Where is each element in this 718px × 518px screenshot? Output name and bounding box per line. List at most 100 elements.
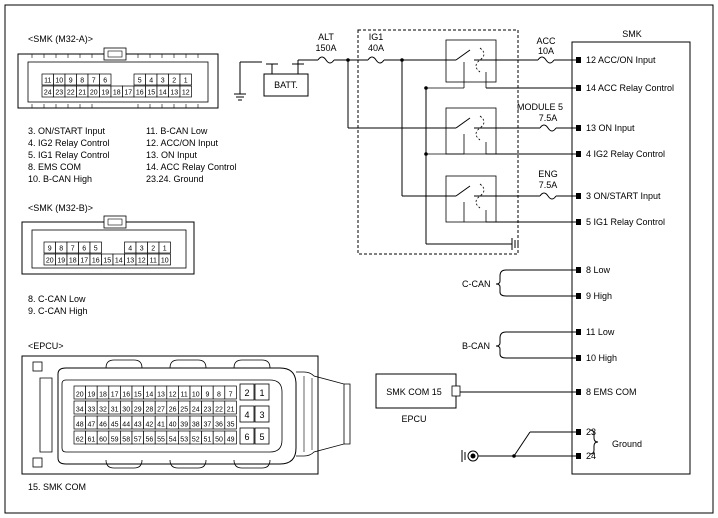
- pin-number: 58: [122, 437, 130, 444]
- pin-number: 3: [161, 78, 165, 85]
- pin-number: 41: [157, 422, 165, 429]
- big-pin-cell: [239, 427, 255, 445]
- pin-number: 4: [149, 78, 153, 85]
- pin-number: 62: [76, 437, 84, 444]
- pin-number: 36: [215, 422, 223, 429]
- pin-number: 1: [163, 246, 167, 253]
- pin-cell: [224, 430, 237, 445]
- smk-pin-label: 4 IG2 Relay Control: [586, 149, 665, 159]
- pin-number: 49: [227, 437, 235, 444]
- chassis-ground-icon: [461, 450, 479, 462]
- pin-number: 23: [204, 407, 212, 414]
- pin-number: 55: [157, 437, 165, 444]
- pin-number: 12: [169, 392, 177, 399]
- pin-cell: [224, 400, 237, 415]
- pin-number: 9: [48, 246, 52, 253]
- pin-number: 16: [92, 258, 100, 265]
- pin-number: 37: [204, 422, 212, 429]
- m32b-legend-item: 9. C-CAN High: [28, 306, 88, 316]
- pin-number: 13: [126, 258, 134, 265]
- smk-com-label: SMK COM 15: [386, 387, 442, 397]
- pin-number: 48: [76, 422, 84, 429]
- m32a-legend-item: 4. IG2 Relay Control: [28, 138, 110, 148]
- pin-number: 46: [99, 422, 107, 429]
- pin-number: 23: [55, 90, 63, 97]
- pin-number: 35: [227, 422, 235, 429]
- pin-number: 13: [157, 392, 165, 399]
- pin-number: 5: [138, 78, 142, 85]
- big-pin-cell: [239, 383, 255, 401]
- m32a-title: <SMK (M32-A)>: [28, 34, 93, 44]
- pin-number: 9: [69, 78, 73, 85]
- ground-symbol: [234, 61, 262, 101]
- big-pin-number: 4: [244, 410, 249, 420]
- pin-number: 11: [150, 258, 157, 265]
- pin-number: 45: [111, 422, 119, 429]
- pin-number: 26: [169, 407, 177, 414]
- pin-cell: [224, 385, 237, 400]
- bus-wiring: [460, 269, 599, 457]
- pin-number: 12: [138, 258, 146, 265]
- pin-number: 10: [161, 258, 169, 265]
- pin-number: 8: [80, 78, 84, 85]
- pin-number: 7: [71, 246, 75, 253]
- smk-pin-label: 5 IG1 Relay Control: [586, 217, 665, 227]
- smk-pin-label: 3 ON/START Input: [586, 191, 661, 201]
- pin-cell: [158, 241, 171, 254]
- pin-number: 8: [59, 246, 63, 253]
- pin-number: 39: [180, 422, 188, 429]
- on-relay: [426, 107, 497, 155]
- big-pin-number: 1: [259, 388, 264, 398]
- eng-fuse-rating: 7.5A: [539, 180, 558, 190]
- pin-number: 6: [82, 246, 86, 253]
- power-bus: [310, 56, 446, 197]
- m32a-legend-item: 12. ACC/ON Input: [146, 138, 219, 148]
- pin-number: 54: [169, 437, 177, 444]
- module5-fuse-label: MODULE 5: [517, 102, 563, 112]
- acc-relay: [426, 39, 497, 89]
- pin-number: 15: [147, 90, 155, 97]
- pin-number: 40: [169, 422, 177, 429]
- pin-number: 3: [140, 246, 144, 253]
- pin-number: 19: [101, 90, 109, 97]
- m32a-legend-item: 11. B-CAN Low: [146, 126, 208, 136]
- smk-pin-label: 13 ON Input: [586, 123, 635, 133]
- pin-number: 6: [103, 78, 107, 85]
- battery-label: BATT.: [274, 80, 298, 90]
- pin-number: 9: [205, 392, 209, 399]
- pin-number: 52: [192, 437, 200, 444]
- pin-number: 16: [136, 90, 144, 97]
- pin-number: 59: [111, 437, 119, 444]
- epcu-title: <EPCU>: [28, 341, 64, 351]
- m32a-legend-item: 14. ACC Relay Control: [146, 162, 237, 172]
- pin-number: 43: [134, 422, 142, 429]
- big-pin-cell: [254, 405, 270, 423]
- relay-wiring: [425, 56, 578, 250]
- pin-number: 17: [124, 90, 132, 97]
- m32b-legend-item: 8. C-CAN Low: [28, 294, 86, 304]
- pin-number: 28: [146, 407, 154, 414]
- ig1-fuse-rating: 40A: [368, 43, 384, 53]
- alt-fuse-label: ALT: [318, 32, 334, 42]
- b-can-label: B-CAN: [462, 341, 490, 351]
- module5-fuse-rating: 7.5A: [539, 113, 558, 123]
- m32a-legend-item: 10. B-CAN High: [28, 174, 92, 184]
- smk-module: SMK: [571, 29, 691, 475]
- smk-pin-label: 24: [586, 451, 596, 461]
- smk-com-connector: SMK COM 15 EPCU: [375, 373, 461, 424]
- pin-number: 17: [111, 392, 119, 399]
- pin-cell: [99, 73, 112, 86]
- acc-fuse-label: ACC: [536, 36, 556, 46]
- pin-number: 13: [170, 90, 178, 97]
- pin-number: 14: [159, 90, 167, 97]
- pin-number: 21: [78, 90, 86, 97]
- pin-number: 8: [217, 392, 221, 399]
- smk-pin-label: 14 ACC Relay Control: [586, 83, 674, 93]
- epcu-label: EPCU: [401, 414, 426, 424]
- pin-number: 14: [115, 258, 123, 265]
